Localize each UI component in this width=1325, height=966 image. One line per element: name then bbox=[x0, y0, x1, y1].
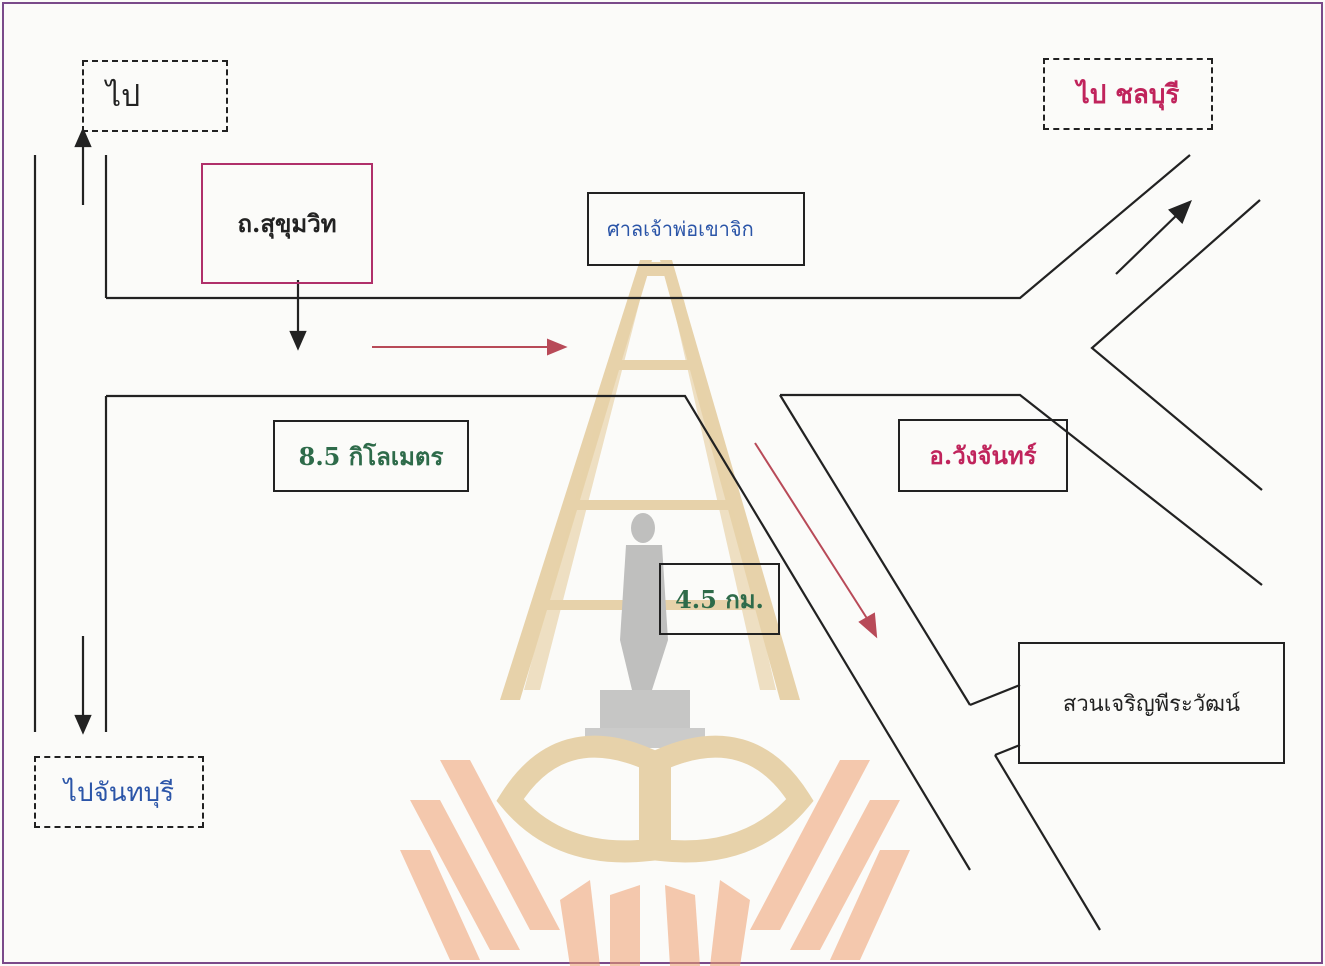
road-wangchan-top bbox=[780, 393, 1263, 586]
distance-4-5-label: 4.5 กม. bbox=[659, 563, 780, 635]
road-park-connector-2 bbox=[994, 743, 1021, 757]
park-label: สวนเจริญพีระวัฒน์ bbox=[1018, 642, 1285, 764]
wang-chan-label: อ.วังจันทร์ bbox=[898, 419, 1068, 492]
distance-8-5-label: 8.5 กิโลเมตร bbox=[273, 420, 469, 492]
arrow-up-head bbox=[74, 127, 92, 148]
to-top-left-label: ไป bbox=[82, 60, 228, 132]
arrow-down-left-head bbox=[74, 714, 92, 735]
to-chonburi-label: ไป ชลบุรี bbox=[1043, 58, 1213, 130]
road-park-lower bbox=[994, 754, 1101, 931]
sukhumvit-road-label: ถ.สุขุมวิท bbox=[201, 163, 373, 284]
to-chanthaburi-label: ไปจันทบุรี bbox=[34, 756, 204, 828]
route-arrow-southeast-head bbox=[858, 612, 878, 639]
road-main-top-edge bbox=[106, 154, 1191, 300]
university-emblem-watermark bbox=[400, 260, 910, 966]
road-wangchan-inner bbox=[779, 394, 971, 706]
arrow-chonburi-line bbox=[1115, 211, 1181, 275]
route-arrow-east-head bbox=[547, 338, 568, 356]
road-main-bottom-edge bbox=[106, 394, 971, 871]
road-fork-right bbox=[1090, 199, 1263, 491]
route-arrow-southeast-line bbox=[754, 442, 869, 621]
arrow-down-sukhumvit-head bbox=[289, 330, 307, 351]
shrine-label: ศาลเจ้าพ่อเขาจิก bbox=[587, 192, 805, 266]
arrow-chonburi-head bbox=[1168, 200, 1192, 224]
road-park-connector-1 bbox=[969, 683, 1021, 707]
